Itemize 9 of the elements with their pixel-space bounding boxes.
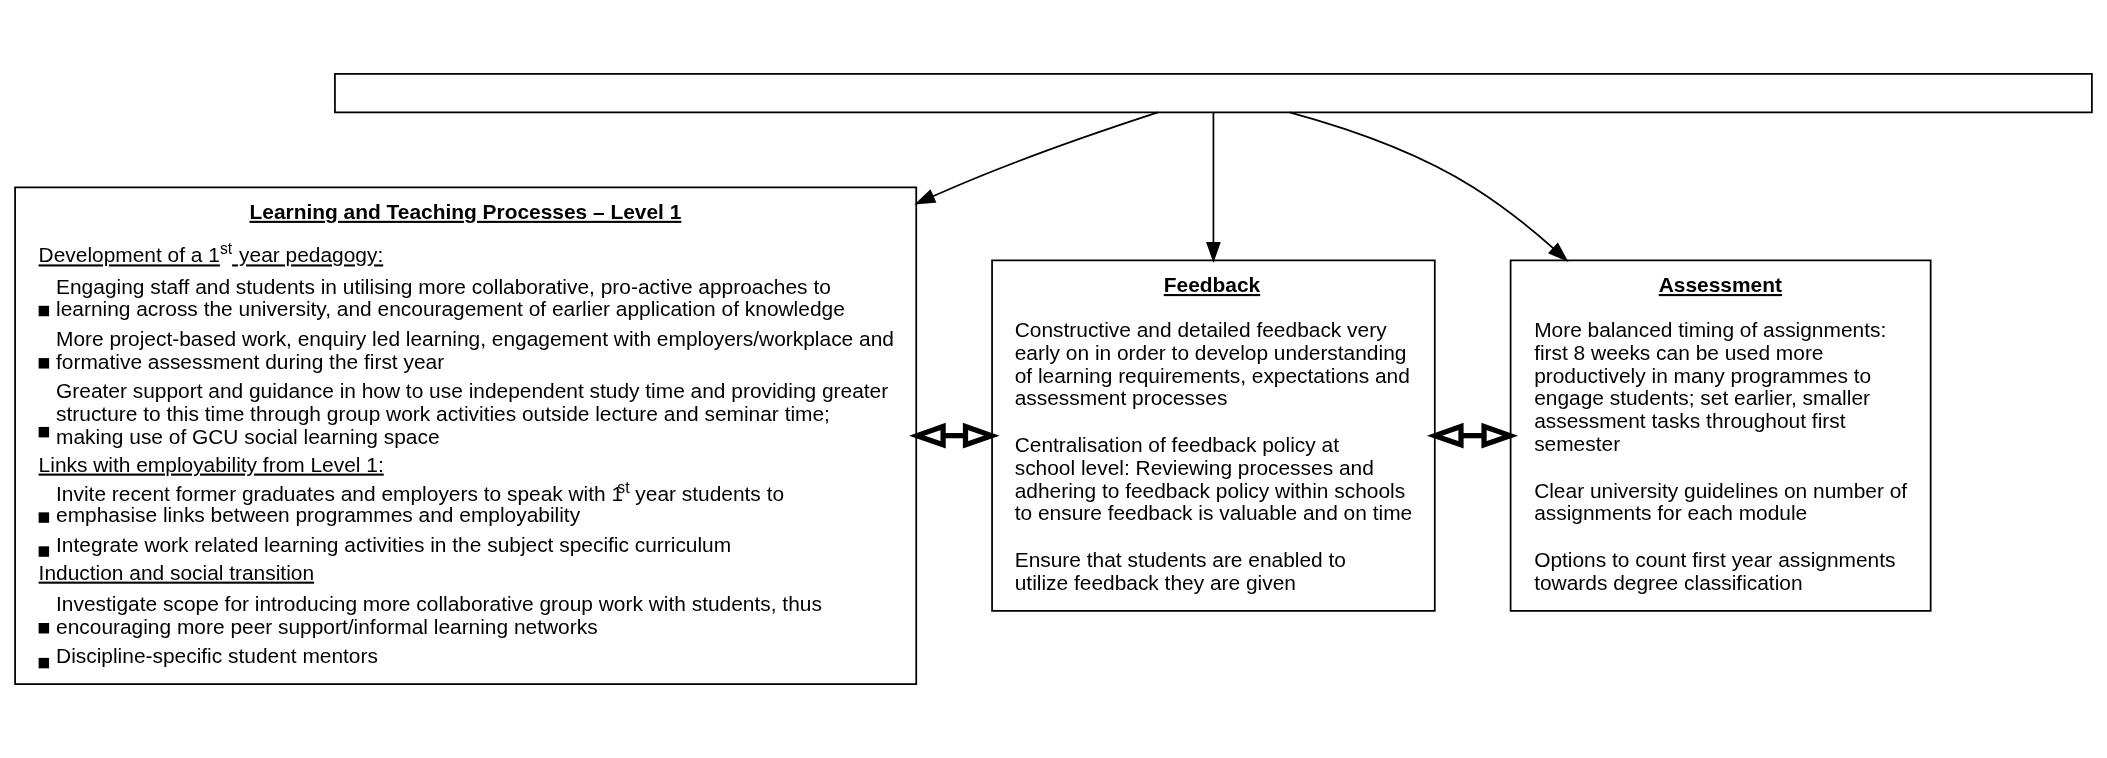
arrow xyxy=(1288,111,1569,262)
arrow xyxy=(909,422,1000,449)
node-box: Feedback Constructive and detailed feedback very early on in order to develop understanding of learning requirements, expectations and assessment processes Centralisation of feedback policy at school level: Reviewing processes and adhering to feedback policy within schools to ensure feedback is valuable and on time Ensure that students are enabled to utilize feedback they are given xyxy=(991,259,1436,612)
arrow xyxy=(914,111,1159,205)
node-box xyxy=(334,73,2093,114)
arrow xyxy=(1206,111,1221,263)
node-box: Learning and Teaching Processes – Level 1 Development of a 1$^{st}$ year pedagogy: Engaging staff and students in utilising more collaborative, pro-active approaches to learning across the university, and encouragement of earlier application of knowledge More project-based work, enquiry led learning, engagement with employers/workplace and formative assessment during the first year Greater support and guidance in how to use independent study time and providing greater structure to this time through group work activities outside lecture and seminar time; making use of GCU social learning space Links with employability from Level 1: Invite recent former graduates and employers to speak with 1$^{st}$ year students to emphasise links between programmes and employability Integrate work related learning activities in the subject specific curriculum Induction and social transition Investigate scope for introducing more collaborative group work with students, thus encouraging more peer support/informal learning networks Discipline-specific student mentors xyxy=(14,186,918,685)
node-box: Assessment More balanced timing of assignments: first 8 weeks can be used more productively in many programmes to engage students; set earlier, smaller assessment tasks throughout first semester Clear university guidelines on number of assignments for each module Options to count first year assignments towards degree classification xyxy=(1509,259,1932,612)
arrow xyxy=(1426,422,1519,449)
